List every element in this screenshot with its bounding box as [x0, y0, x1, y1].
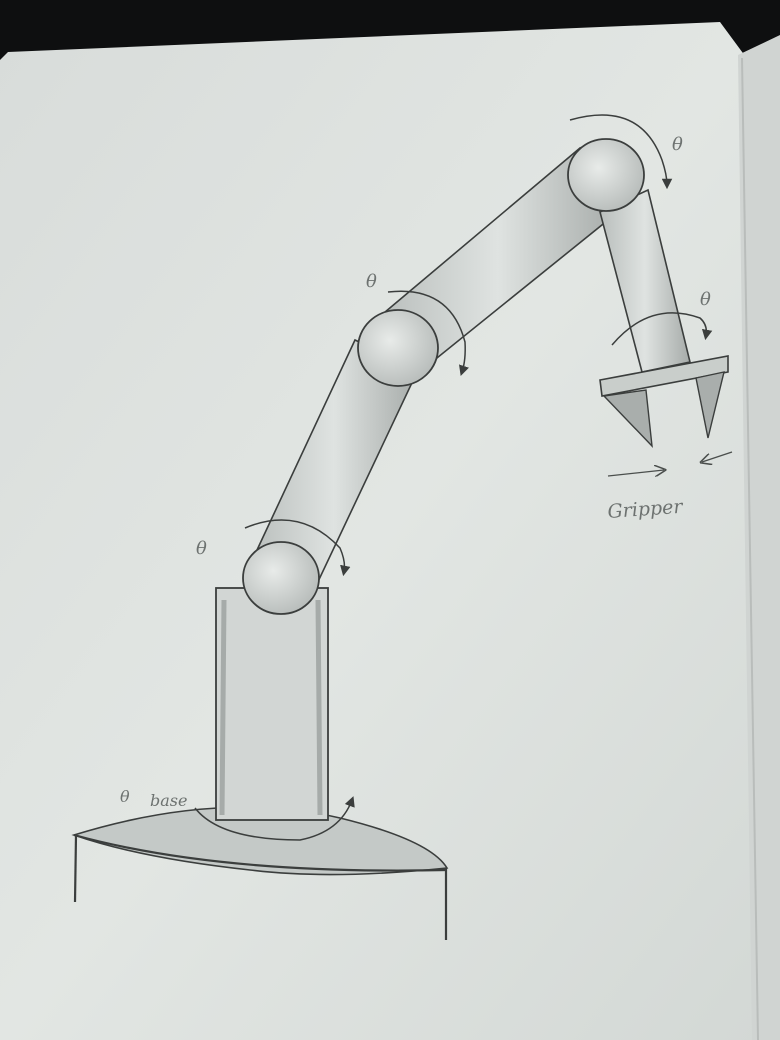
base-label: base	[150, 791, 187, 810]
notebook-page	[0, 22, 762, 1040]
theta-label-elbow: θ	[366, 271, 377, 292]
base-leg-left	[75, 835, 76, 902]
theta-label-wrist: θ	[672, 134, 683, 155]
elbow-joint	[358, 310, 438, 386]
wrist-joint	[568, 139, 644, 211]
shoulder-joint	[243, 542, 319, 614]
theta-label-gripper: θ	[700, 289, 711, 310]
base-column	[216, 588, 328, 820]
theta-label-base: θ	[120, 787, 130, 806]
theta-label-shoulder: θ	[196, 538, 207, 559]
